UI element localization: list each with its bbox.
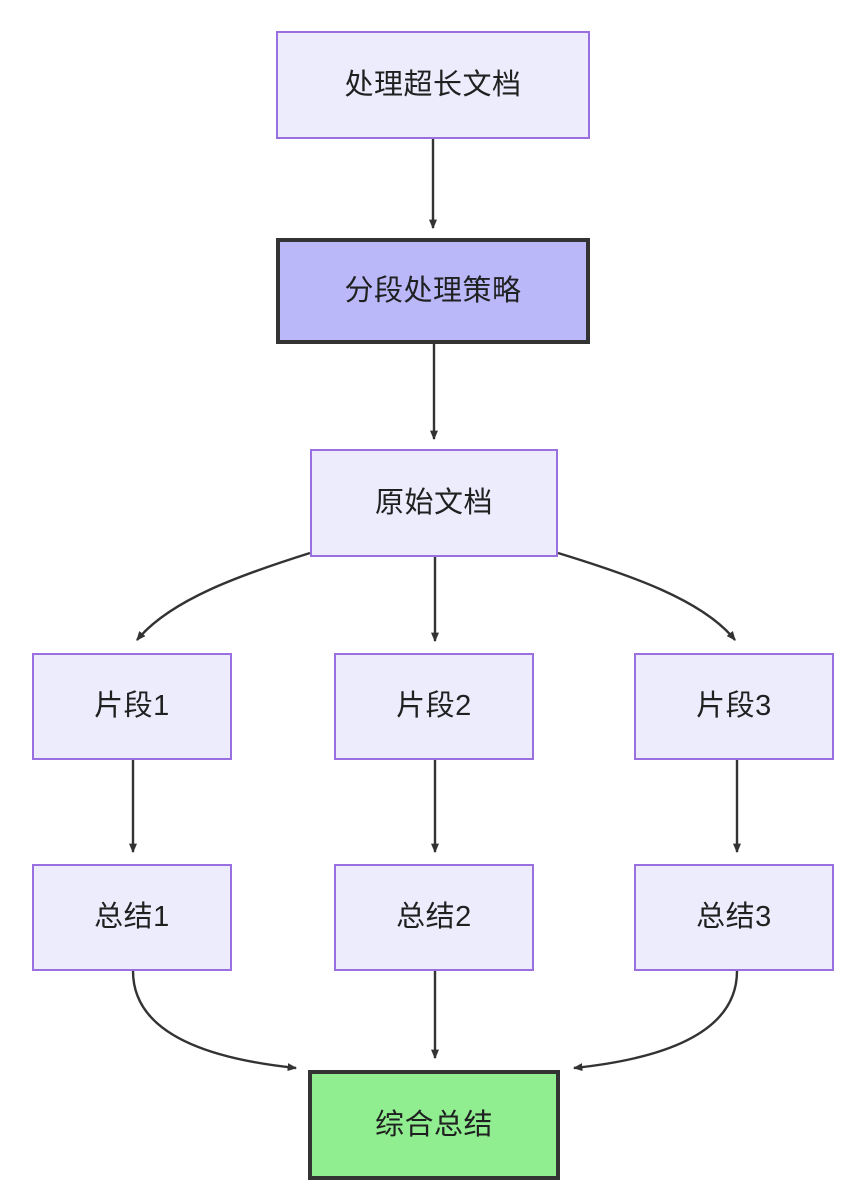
node-chunk-1-label: 片段1 [94, 690, 170, 723]
node-summary-1[interactable]: 总结1 [32, 864, 232, 971]
node-strategy-label: 分段处理策略 [344, 274, 522, 307]
node-final-summary[interactable]: 综合总结 [308, 1070, 560, 1180]
node-source-document-label: 原始文档 [374, 486, 493, 519]
node-root-label: 处理超长文档 [344, 68, 522, 101]
node-chunk-1[interactable]: 片段1 [32, 653, 232, 760]
edge-summary3-to-final [572, 970, 739, 1072]
node-summary-1-label: 总结1 [94, 901, 170, 934]
node-source-document[interactable]: 原始文档 [310, 449, 558, 557]
node-summary-2[interactable]: 总结2 [334, 864, 534, 971]
node-chunk-3-label: 片段3 [696, 690, 772, 723]
node-chunk-3[interactable]: 片段3 [634, 653, 834, 760]
node-root[interactable]: 处理超长文档 [276, 31, 590, 139]
edge-summary1-to-final [131, 970, 298, 1072]
node-chunk-2[interactable]: 片段2 [334, 653, 534, 760]
edge-source-to-chunk3 [557, 551, 736, 641]
node-strategy[interactable]: 分段处理策略 [276, 238, 590, 344]
edge-source-to-chunk1 [136, 551, 311, 641]
node-summary-3-label: 总结3 [696, 901, 772, 934]
node-chunk-2-label: 片段2 [396, 690, 472, 723]
node-summary-3[interactable]: 总结3 [634, 864, 834, 971]
node-summary-2-label: 总结2 [396, 901, 472, 934]
node-final-summary-label: 综合总结 [374, 1108, 493, 1141]
